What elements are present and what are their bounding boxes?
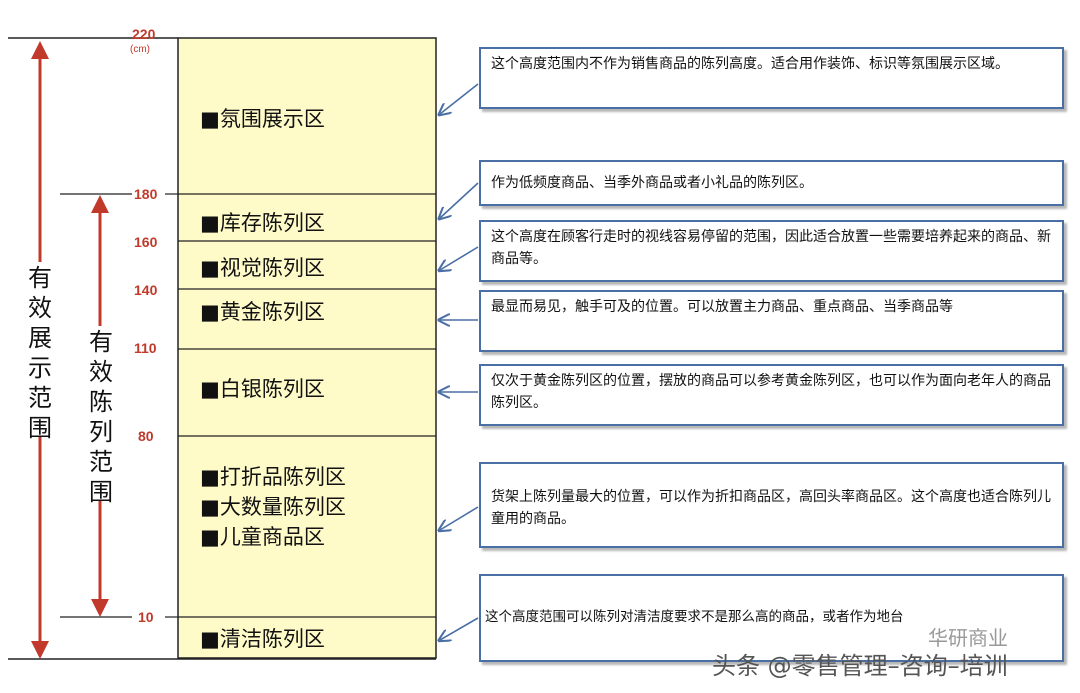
- connector-stock: [440, 182, 479, 218]
- note-silver: 仅次于黄金陈列区的位置，摆放的商品可以参考黄金陈列区，也可以作为面向老年人的商品…: [479, 364, 1064, 426]
- height-unit: (cm): [130, 44, 150, 55]
- zone-kids: ■儿童商品区: [200, 525, 325, 549]
- watermark-faded: 华研商业: [928, 626, 1008, 650]
- note-visual: 这个高度在顾客行走时的视线容易停留的范围，因此适合放置一些需要培养起来的商品、新…: [479, 220, 1064, 282]
- height-label-160: 160: [134, 234, 158, 250]
- zone-stock: ■库存陈列区: [200, 211, 325, 235]
- zone-discount: ■打折品陈列区: [200, 465, 346, 489]
- note-discount: 货架上陈列量最大的位置，可以作为折扣商品区，高回头率商品区。这个高度也适合陈列儿…: [479, 462, 1064, 548]
- shelf-range-label: 有效陈 列范围: [89, 328, 113, 506]
- shelf-column: [177, 37, 437, 659]
- note-clean: 这个高度范围可以陈列对清洁度要求不是那么高的商品，或者作为地台: [479, 574, 1064, 662]
- note-golden: 最显而易见，触手可及的位置。可以放置主力商品、重点商品、当季商品等: [479, 290, 1064, 352]
- height-label-140: 140: [134, 282, 158, 298]
- note-stock: 作为低频度商品、当季外商品或者小礼品的陈列区。: [479, 160, 1064, 206]
- connector-atmosphere: [440, 83, 479, 114]
- height-label-220: 220: [132, 26, 156, 42]
- zone-silver: ■白银陈列区: [200, 377, 325, 401]
- zone-atmosphere: ■氛围展示区: [200, 107, 325, 131]
- connector-visual: [440, 246, 479, 270]
- note-atmosphere: 这个高度范围内不作为销售商品的陈列高度。适合用作装饰、标识等氛围展示区域。: [479, 47, 1064, 109]
- zone-bulk: ■大数量陈列区: [200, 495, 346, 519]
- display-range-label: 有效展 示范围: [28, 264, 52, 442]
- connector-discount: [440, 506, 479, 530]
- height-label-180: 180: [134, 186, 158, 202]
- zone-clean: ■清洁陈列区: [200, 627, 325, 651]
- height-label-110: 110: [134, 340, 157, 356]
- height-label-80: 80: [138, 428, 154, 444]
- zone-golden: ■黄金陈列区: [200, 300, 325, 324]
- zone-visual: ■视觉陈列区: [200, 256, 325, 280]
- watermark-main: 头条 @零售管理–咨询–培训: [712, 652, 1008, 680]
- height-label-10: 10: [138, 609, 154, 625]
- connector-clean: [440, 617, 479, 640]
